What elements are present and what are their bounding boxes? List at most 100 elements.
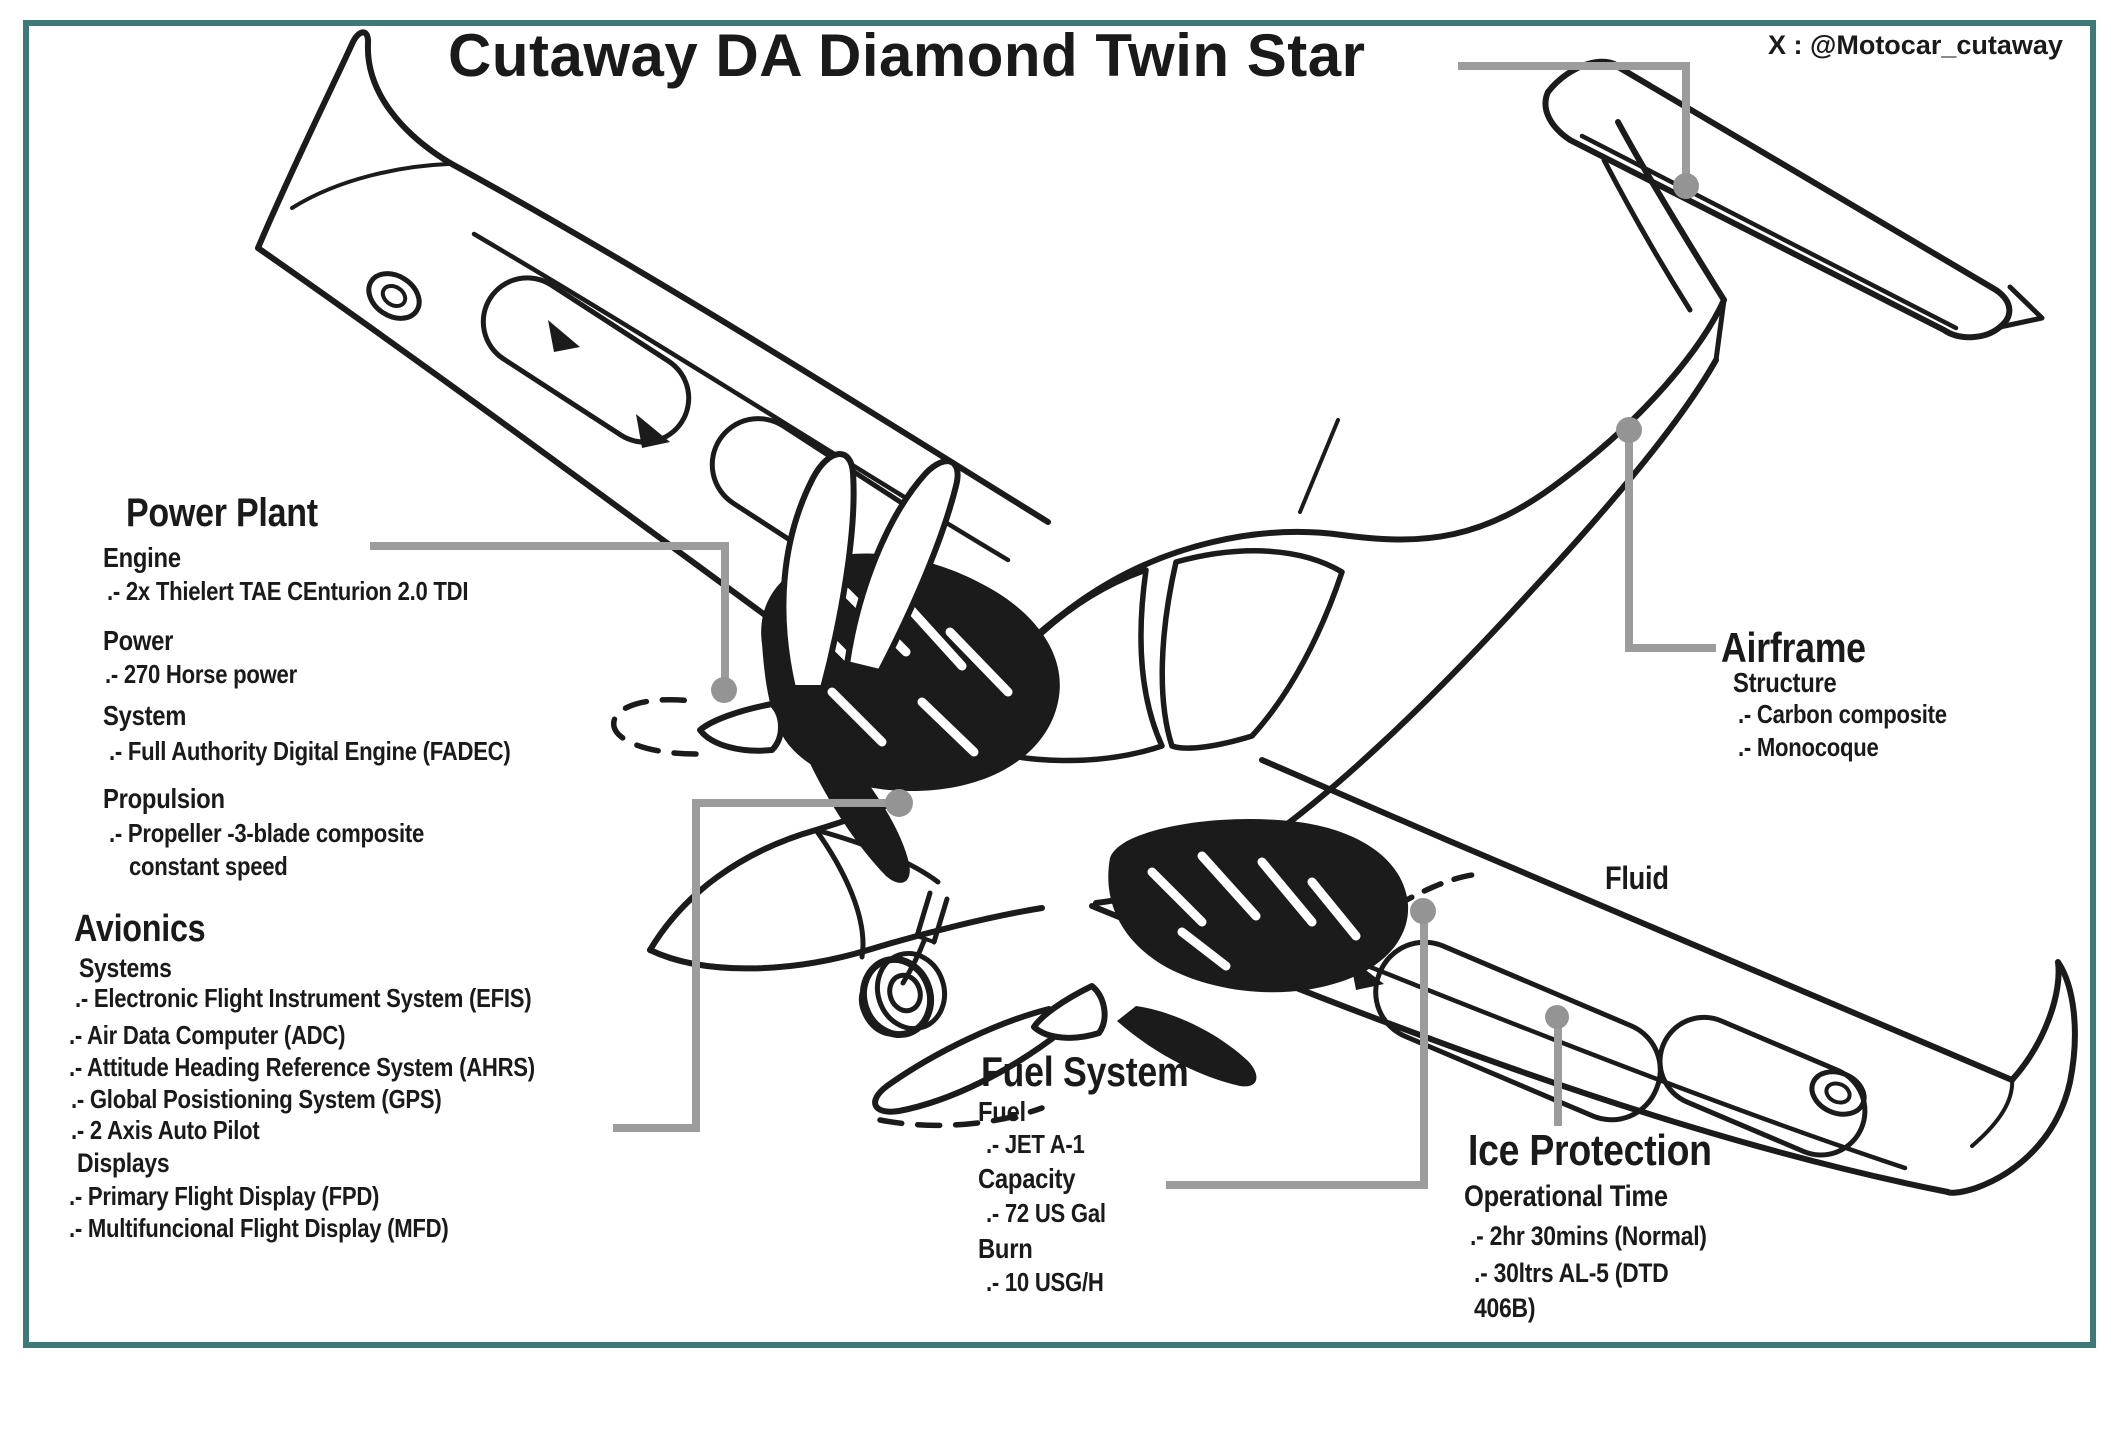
leader-lines xyxy=(370,62,1716,1189)
engine-value: .- 2x Thielert TAE CEnturion 2.0 TDI xyxy=(107,576,469,606)
propeller-spinner xyxy=(697,701,784,754)
propeller-arc xyxy=(877,1105,1045,1129)
propeller-blade xyxy=(780,451,857,691)
propeller-blade xyxy=(1117,1006,1257,1087)
left-filler-cap xyxy=(366,271,422,321)
horizontal-stabilizer xyxy=(1542,58,2013,341)
wing-rib-wedge xyxy=(636,414,670,448)
nose-bottom-edge xyxy=(647,905,1045,972)
right-winglet xyxy=(1945,959,2078,1196)
system-value: .- Full Authority Digital Engine (FADEC) xyxy=(109,736,511,766)
structure-value: .- Carbon composite xyxy=(1738,699,1947,729)
avionics-heading: Avionics xyxy=(74,908,206,950)
engine-label: Engine xyxy=(103,542,181,573)
propulsion-value: constant speed xyxy=(129,851,288,881)
stabilizer-tip xyxy=(1997,284,2045,330)
propeller-spinner xyxy=(1031,983,1108,1041)
leader-dot-ice xyxy=(1545,1005,1569,1029)
propeller-arc xyxy=(611,697,703,757)
left-wing-trailing-edge xyxy=(255,245,768,618)
operational-time-label: Operational Time xyxy=(1464,1180,1668,1213)
capacity-value: .- 72 US Gal xyxy=(986,1198,1106,1228)
systems-value: .- Global Posistioning System (GPS) xyxy=(71,1084,442,1114)
leader-line-power-plant xyxy=(370,542,729,680)
ice-protection-heading: Ice Protection xyxy=(1468,1126,1712,1175)
tire-shading xyxy=(858,984,900,1037)
left-wing-leading-edge xyxy=(447,160,1051,525)
propeller-blade xyxy=(844,458,961,675)
burn-value: .- 10 USG/H xyxy=(986,1267,1104,1297)
right-filler-cap-inner xyxy=(1824,1081,1852,1105)
power-value: .- 270 Horse power xyxy=(105,659,297,689)
nose-wheel xyxy=(858,890,950,1039)
left-filler-cap-inner xyxy=(380,284,408,308)
page-border xyxy=(23,20,2096,1348)
right-engine xyxy=(872,819,1487,1129)
system-label: System xyxy=(103,700,187,731)
power-label: Power xyxy=(103,625,174,656)
leader-dot-fuel xyxy=(1410,898,1436,924)
t-tail xyxy=(1542,58,2045,341)
leader-line-fuel-system xyxy=(1166,922,1428,1189)
fuel-system-heading: Fuel System xyxy=(981,1048,1189,1095)
operational-value: .- 2hr 30mins (Normal) xyxy=(1470,1221,1707,1251)
displays-value: .- Primary Flight Display (FPD) xyxy=(69,1181,380,1211)
propulsion-label: Propulsion xyxy=(103,783,225,814)
wing-rib-wedge xyxy=(548,320,580,352)
systems-value: .- 2 Axis Auto Pilot xyxy=(71,1115,260,1145)
right-filler-cap xyxy=(1809,1069,1867,1117)
leader-line-title-to-tail xyxy=(1458,62,1690,178)
propeller-blade xyxy=(802,742,910,883)
systems-label: Systems xyxy=(79,953,172,983)
burn-label: Burn xyxy=(978,1233,1033,1264)
fin-trailing-edge xyxy=(1615,119,1727,303)
propeller-blade xyxy=(872,1006,1065,1115)
operational-value: 406B) xyxy=(1474,1293,1536,1323)
structure-value: .- Monocoque xyxy=(1738,732,1879,762)
right-wing-leading-edge xyxy=(1259,757,2015,1083)
right-winglet-fold xyxy=(1970,1076,2015,1148)
canopy-side-window xyxy=(1159,548,1345,751)
credit-handle: X : @Motocar_cutaway xyxy=(1768,30,2063,60)
tail-join xyxy=(1713,297,1727,363)
fuel-value: .- JET A-1 xyxy=(986,1129,1085,1159)
fuel-label: Fuel xyxy=(978,1096,1026,1127)
left-fuel-cell-1 xyxy=(480,275,692,445)
antenna xyxy=(1298,418,1340,514)
leader-line-avionics xyxy=(613,799,888,1132)
windshield-frame xyxy=(813,827,866,960)
right-fuel-cell-2 xyxy=(1657,1014,1868,1158)
wheel-hub xyxy=(887,972,923,1014)
displays-label: Displays xyxy=(77,1148,170,1178)
displays-value: .- Multifuncional Flight Display (MFD) xyxy=(69,1213,449,1243)
capacity-label: Capacity xyxy=(978,1163,1076,1194)
left-winglet xyxy=(255,29,453,251)
aircraft-drawing xyxy=(255,29,2078,1196)
tire-side xyxy=(874,950,948,1032)
power-plant-heading: Power Plant xyxy=(126,491,318,535)
airframe-heading: Airframe xyxy=(1721,624,1866,671)
leader-dot-airframe xyxy=(1616,417,1642,443)
right-nacelle-cutaway xyxy=(1108,819,1409,993)
leader-dot-tail xyxy=(1673,173,1699,199)
fluid-label: Fluid xyxy=(1605,860,1669,896)
leader-dot-engine xyxy=(711,677,737,703)
tire xyxy=(859,955,935,1039)
left-engine xyxy=(611,451,1060,883)
leader-dot-cockpit xyxy=(885,789,913,817)
right-engine-detail xyxy=(1147,851,1361,971)
propeller-arc xyxy=(1393,871,1487,909)
fin-leading-edge xyxy=(1601,157,1693,313)
left-winglet-fold xyxy=(290,162,450,210)
right-fuel-cell-1 xyxy=(1373,939,1663,1123)
structure-label: Structure xyxy=(1733,667,1837,698)
systems-value: .- Air Data Computer (ADC) xyxy=(69,1020,346,1050)
page-title: Cutaway DA Diamond Twin Star xyxy=(448,22,1366,89)
propulsion-value: .- Propeller -3-blade composite xyxy=(109,818,425,848)
systems-value: .- Attitude Heading Reference System (AH… xyxy=(69,1052,535,1082)
leader-line-airframe xyxy=(1625,440,1716,652)
systems-value: .- Electronic Flight Instrument System (… xyxy=(75,983,532,1013)
leader-dots xyxy=(711,173,1699,1029)
